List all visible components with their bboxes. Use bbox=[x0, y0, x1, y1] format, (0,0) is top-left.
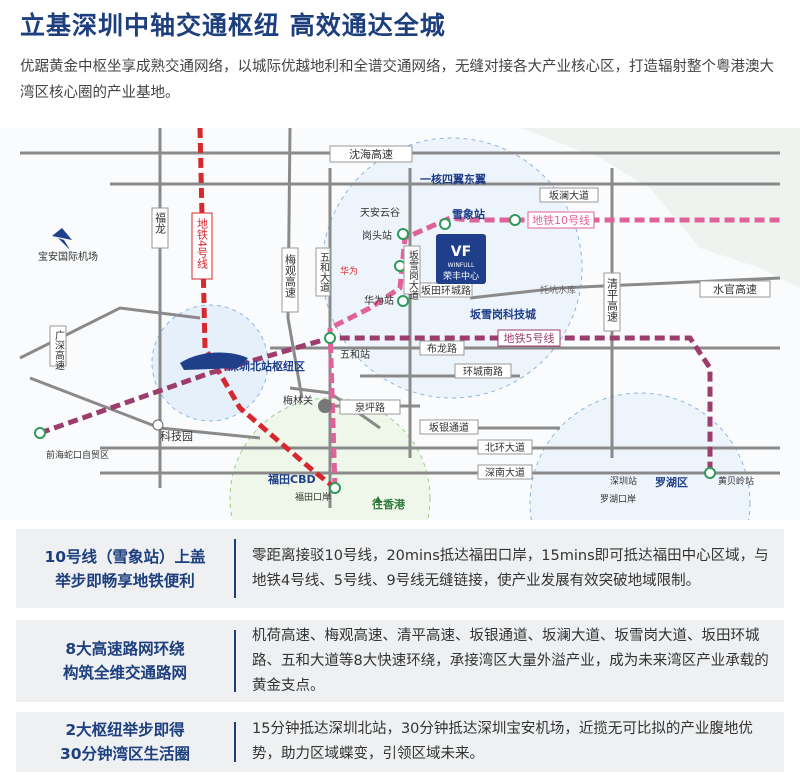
road-quanfeng: 泉坪路 bbox=[355, 401, 385, 414]
place-airport: 宝安国际机场 bbox=[38, 250, 98, 263]
metro-line-4-label: 地铁4号线 bbox=[196, 218, 209, 269]
place-luohu-port: 罗湖口岸 bbox=[600, 494, 636, 505]
place-bantian-city: 坂雪岗科技城 bbox=[470, 307, 536, 321]
road-wuhe: 五和大道 bbox=[318, 252, 330, 292]
huawei-logo-text: 华为 bbox=[340, 265, 358, 277]
road-labels: 沈海高速 福龙 梅观高速 五和大道 坂雪岗大道 清平高速 水官高速 坂澜大道 坂… bbox=[49, 145, 771, 480]
place-tech-park: 科技园 bbox=[160, 429, 193, 443]
feature-panel-metro: 10号线（雪象站）上盖 举步即畅享地铁便利 零距离接驳10号线，20mins抵达… bbox=[16, 529, 784, 608]
road-banlan: 坂澜大道 bbox=[549, 189, 589, 202]
feature-body-highway: 机荷高速、梅观高速、清平高速、坂银通道、坂澜大道、坂雪岗大道、坂田环城路、五和大… bbox=[252, 627, 769, 694]
ring-label: 一核四翼东翼 bbox=[420, 172, 486, 186]
transport-map: 沈海高速 福龙 梅观高速 五和大道 坂雪岗大道 清平高速 水官高速 坂澜大道 坂… bbox=[0, 128, 800, 520]
road-bantian-ring: 坂田环城路 bbox=[421, 284, 471, 297]
feature-body-hub: 15分钟抵达深圳北站，30分钟抵达深圳宝安机场，近揽无可比拟的产业腹地优势，助力… bbox=[252, 721, 753, 762]
feature-body-metro: 零距离接驳10号线，20mins抵达福田口岸，15mins即可抵达福田中心区域，… bbox=[252, 547, 769, 589]
place-tuolin: 托坑水库 bbox=[540, 284, 576, 296]
road-beihuan: 北环大道 bbox=[485, 441, 525, 454]
feature-body-hub-wrap: 15分钟抵达深圳北站，30分钟抵达深圳宝安机场，近揽无可比拟的产业腹地优势，助力… bbox=[252, 712, 772, 772]
place-shenzhen-station: 深圳站 bbox=[610, 475, 637, 487]
place-tianan: 天安云谷 bbox=[360, 206, 400, 219]
road-shennan: 深南大道 bbox=[485, 466, 525, 479]
project-brand: WINFULL bbox=[448, 262, 475, 269]
project-mark: VF bbox=[451, 244, 471, 260]
feature-heading-highway: 8大高速路网环绕 构筑全维交通路网 bbox=[62, 640, 187, 682]
metro-line-4 bbox=[197, 128, 337, 490]
feature-body-metro-wrap: 零距离接驳10号线，20mins抵达福田口岸，15mins即可抵达福田中心区域，… bbox=[252, 529, 772, 608]
to-hk-arrow-icon bbox=[374, 496, 382, 503]
metro-labels: 地铁4号线 地铁10号线 地铁5号线 bbox=[191, 211, 595, 347]
intro-paragraph: 优踞黄金中枢坐享成熟交通网络，以城际优越地利和全谱交通网络，无缝对接各大产业核心… bbox=[20, 59, 774, 101]
road-bantian: 坂雪岗大道 bbox=[407, 250, 419, 300]
place-futian-port: 福田口岸 bbox=[295, 491, 331, 503]
feature-panel-highway: 8大高速路网环绕 构筑全维交通路网 机荷高速、梅观高速、清平高速、坂银通道、坂澜… bbox=[16, 620, 784, 702]
road-huancheng: 环城南路 bbox=[463, 365, 503, 378]
project-name: 荣丰中心 bbox=[443, 270, 479, 282]
page-title: 立基深圳中轴交通枢纽 高效通达全城 bbox=[20, 11, 446, 40]
road-guangshen: 广深高速 bbox=[53, 330, 65, 370]
feature-body-highway-wrap: 机荷高速、梅观高速、清平高速、坂银通道、坂澜大道、坂雪岗大道、坂田环城路、五和大… bbox=[252, 620, 772, 702]
road-fulong: 福龙 bbox=[154, 211, 167, 234]
road-meilinguan: 梅林关 bbox=[283, 394, 313, 407]
metro-line-10-label: 地铁10号线 bbox=[532, 213, 590, 227]
tech-park-pin-icon bbox=[152, 419, 164, 431]
feature-divider bbox=[234, 630, 236, 692]
road-shuiguan: 水官高速 bbox=[713, 282, 757, 296]
project-logo: VF WINFULL 荣丰中心 bbox=[436, 234, 486, 284]
road-banyin: 坂银通道 bbox=[429, 421, 469, 434]
metro-line-10 bbox=[327, 215, 780, 489]
map-canvas: 沈海高速 福龙 梅观高速 五和大道 坂雪岗大道 清平高速 水官高速 坂澜大道 坂… bbox=[0, 128, 800, 520]
feature-panel-hub: 2大枢纽举步即得 30分钟湾区生活圈 15分钟抵达深圳北站，30分钟抵达深圳宝安… bbox=[16, 712, 784, 772]
place-xuexiang: 雪象站 bbox=[452, 207, 485, 221]
place-futian-cbd: 福田CBD bbox=[267, 472, 316, 486]
feature-divider bbox=[234, 722, 236, 762]
feature-divider bbox=[234, 539, 236, 598]
place-wuhe-station: 五和站 bbox=[340, 348, 370, 361]
place-labels: 一核四翼东翼 天安云谷 岗头站 华为 华为站 雪象站 五和站 托坑水库 坂雪岗科… bbox=[38, 172, 754, 511]
feature-heading-hub: 2大枢纽举步即得 30分钟湾区生活圈 bbox=[59, 721, 191, 763]
place-sz-north: 深圳北站枢纽区 bbox=[228, 359, 305, 373]
metro-line-5-label: 地铁5号线 bbox=[504, 331, 555, 345]
place-gangtou: 岗头站 bbox=[362, 229, 392, 242]
road-bulong: 布龙路 bbox=[427, 342, 457, 355]
feature-heading-metro: 10号线（雪象站）上盖 举步即畅享地铁便利 bbox=[44, 547, 206, 590]
place-huawei-station: 华为站 bbox=[364, 294, 394, 307]
place-luohu: 罗湖区 bbox=[655, 475, 688, 489]
road-meiguan: 梅观高速 bbox=[284, 253, 297, 298]
mountain-shade bbox=[520, 128, 800, 288]
airport-plane-icon bbox=[52, 228, 72, 250]
road-qingping: 清平高速 bbox=[606, 278, 619, 322]
highspeed-train-icon bbox=[180, 352, 248, 370]
place-qianhai: 前海蛇口自贸区 bbox=[46, 449, 109, 461]
meilinguan-node bbox=[318, 399, 332, 413]
road-yanhai: 沈海高速 bbox=[349, 147, 393, 161]
luohu-circle bbox=[529, 392, 751, 520]
place-huangbeiling: 黄贝岭站 bbox=[718, 475, 754, 487]
